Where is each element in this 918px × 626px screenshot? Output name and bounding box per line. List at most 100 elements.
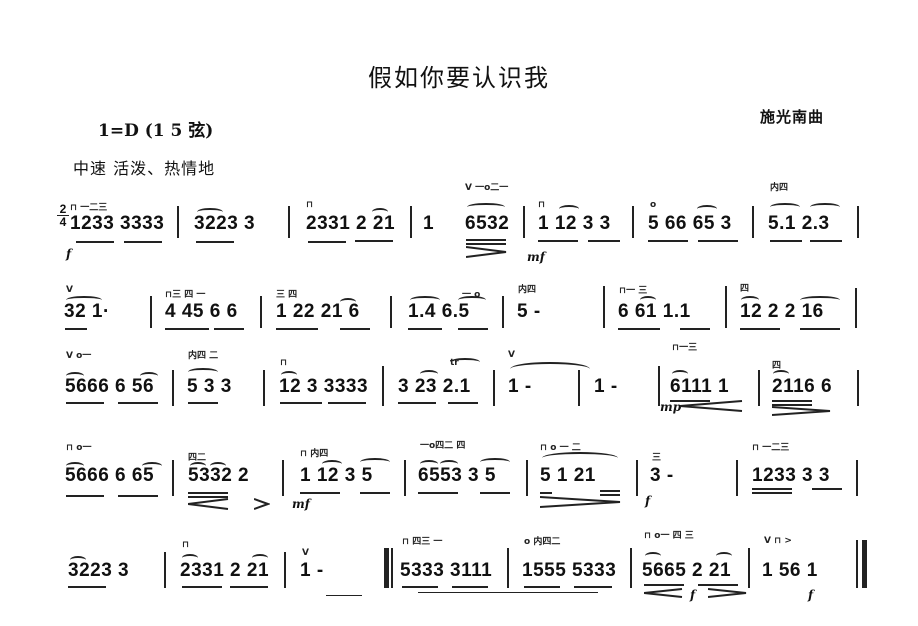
slur-arc <box>450 358 480 366</box>
beam-underline <box>188 492 228 494</box>
slur-arc <box>188 368 218 376</box>
slur-arc <box>420 370 438 378</box>
barline <box>507 548 509 588</box>
final-barline-thick <box>862 540 867 588</box>
beam-underline <box>68 586 106 588</box>
annotation: 内四 <box>770 183 789 193</box>
annotation: ⊓ o一 四 三 <box>644 531 694 541</box>
time-signature-top: 2 <box>59 202 67 216</box>
slur-arc <box>645 552 661 560</box>
slur-arc <box>182 554 198 562</box>
measure-notes: 5666 6 56 <box>65 376 155 397</box>
slur-arc <box>458 296 486 304</box>
beam-underline <box>600 490 620 492</box>
beam-underline <box>698 240 738 242</box>
beam-underline <box>418 492 458 494</box>
beam-underline <box>230 586 268 588</box>
barline <box>493 370 495 406</box>
slur-arc <box>420 460 438 468</box>
crescendo-hairpin <box>680 400 743 412</box>
slur-arc <box>510 362 590 376</box>
measure-notes: 1 - <box>594 376 618 397</box>
beam-underline <box>810 240 842 242</box>
dynamic-mark: mp <box>660 400 682 414</box>
beam-underline <box>355 240 393 242</box>
measure-notes: 2331 2 21 <box>180 560 270 581</box>
measure-notes: 1 56 1 <box>762 560 818 581</box>
slur-arc <box>210 462 226 470</box>
decrescendo-hairpin <box>772 406 831 416</box>
slur-arc <box>810 203 840 211</box>
time-signature-bottom: 4 <box>59 215 67 229</box>
measure-notes: 6111 1 <box>670 376 730 397</box>
beam-underline <box>182 586 222 588</box>
slur-arc <box>340 298 356 306</box>
beam-underline <box>480 492 510 494</box>
beam-underline <box>66 402 104 404</box>
barline <box>736 460 738 496</box>
barline <box>282 460 284 496</box>
annotation: V <box>508 350 515 360</box>
final-barline-thin <box>856 540 858 588</box>
annotation: 内四 二 <box>188 351 219 361</box>
beam-underline <box>644 584 684 586</box>
dynamic-mark: f <box>690 588 696 602</box>
barline <box>150 296 152 328</box>
slur-arc <box>410 296 440 304</box>
slur-arc <box>372 208 388 216</box>
slur-arc <box>66 296 102 304</box>
beam-underline <box>772 400 812 402</box>
annotation: ⊓ 内四 <box>300 449 329 459</box>
measure-notes: 1 - <box>300 560 324 581</box>
beam-underline <box>326 595 362 596</box>
measure-notes: 12 2 2 16 <box>740 301 824 322</box>
annotation: 三 四 <box>276 290 298 300</box>
measure-notes: 1 12 3 3 <box>538 213 611 234</box>
decrescendo-hairpin <box>708 588 747 598</box>
barline <box>636 460 638 496</box>
beam-underline <box>812 488 842 490</box>
measure-notes: 6553 3 5 <box>418 465 496 486</box>
measure-notes: 5 66 65 3 <box>648 213 732 234</box>
barline <box>526 460 528 496</box>
slur-arc <box>672 370 688 378</box>
annotation: ⊓三 四 一 <box>165 290 206 300</box>
key-signature: 1=D (1 5 弦) <box>98 121 214 141</box>
barline <box>410 206 412 238</box>
beam-underline <box>66 495 104 497</box>
beam-underline <box>466 243 506 245</box>
annotation: o 内四二 <box>524 537 561 547</box>
beam-underline <box>276 328 318 330</box>
beam-underline <box>670 400 710 402</box>
beam-underline <box>280 402 322 404</box>
annotation: V 一o二一 <box>465 183 509 193</box>
annotation: o <box>650 200 657 210</box>
slur-arc <box>480 458 510 466</box>
slur-arc <box>440 460 458 468</box>
barline <box>502 296 504 328</box>
beam-underline <box>452 586 488 588</box>
measure-notes: 5665 2 21 <box>642 560 732 581</box>
barline <box>288 206 290 238</box>
barline <box>857 370 859 406</box>
beam-underline <box>76 241 114 243</box>
annotation: V <box>66 285 73 295</box>
beam-underline <box>408 328 442 330</box>
barline <box>855 288 857 328</box>
barline <box>658 366 660 406</box>
barline <box>630 548 632 588</box>
slur-arc <box>770 203 800 211</box>
measure-notes: 5 1 21 <box>540 465 596 486</box>
beam-underline <box>618 328 660 330</box>
annotation: V ⊓ > <box>764 536 792 546</box>
annotation: ⊓ 一二三 <box>752 443 790 453</box>
annotation: 一 o <box>462 290 481 300</box>
beam-underline <box>772 404 812 406</box>
dynamic-mark: f <box>66 247 72 261</box>
beam-underline <box>340 328 370 330</box>
beam-underline <box>398 402 436 404</box>
barline <box>382 366 384 406</box>
beam-underline <box>770 240 802 242</box>
annotation: ⊓ o一 <box>66 443 92 453</box>
beam-underline <box>540 492 552 494</box>
